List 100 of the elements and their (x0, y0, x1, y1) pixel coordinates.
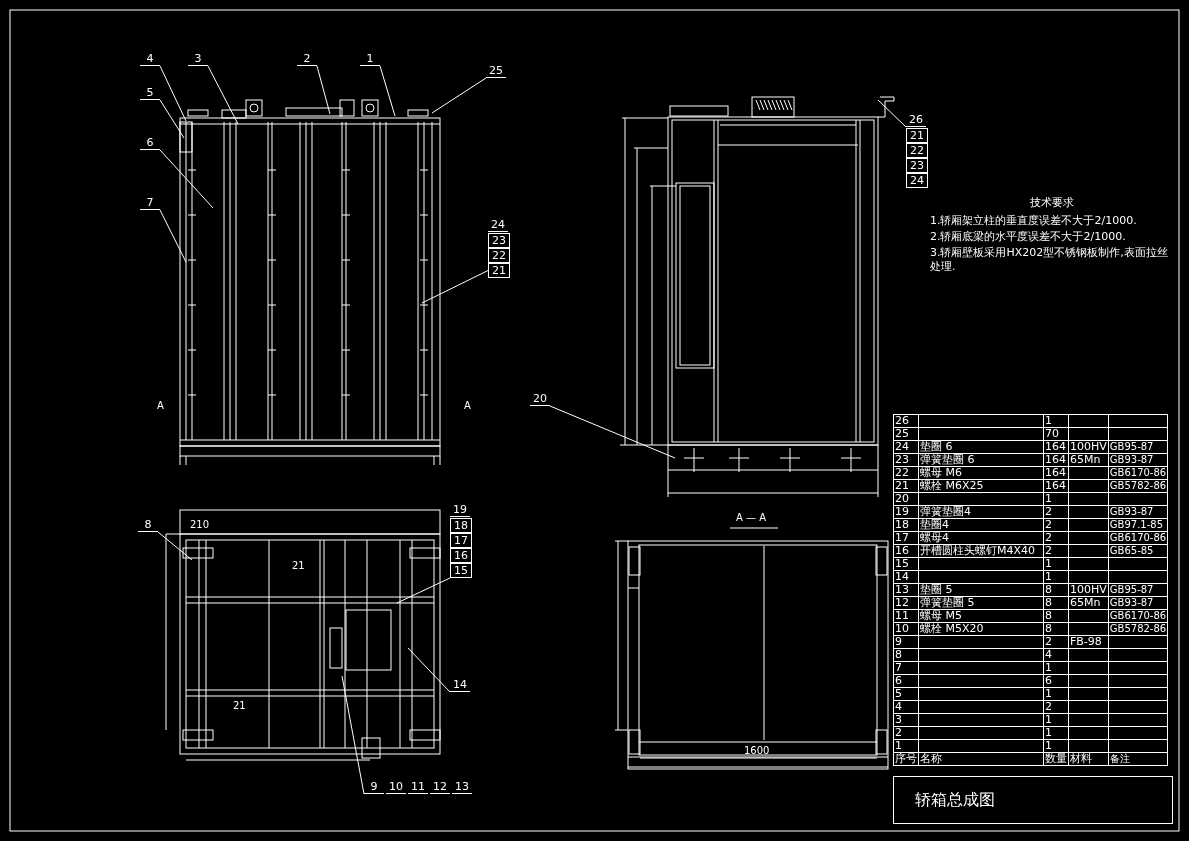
callout-number: 7 (140, 196, 160, 210)
section-title: A — A (736, 512, 767, 524)
part-name: 垫圈 5 (918, 583, 1044, 597)
quantity: 1 (1043, 739, 1069, 753)
quantity: 1 (1043, 570, 1069, 584)
standard-code: GB5782-86 (1108, 479, 1168, 493)
standard-code: GB93-87 (1108, 505, 1168, 519)
weld-symbol-text: 21 (292, 560, 305, 572)
leader-line (159, 149, 214, 209)
callout-number: 6 (140, 136, 160, 150)
callout-number: 23 (488, 233, 510, 248)
leader-line (379, 65, 396, 117)
part-name: 螺母 M5 (918, 609, 1044, 623)
part-name: 螺栓 M6X25 (918, 479, 1044, 493)
quantity: 164 (1043, 466, 1069, 480)
quantity: 8 (1043, 583, 1069, 597)
standard-code: GB93-87 (1108, 596, 1168, 610)
callout-number: 24 (906, 173, 928, 188)
callout-number: 18 (450, 518, 472, 533)
part-number: 7 (893, 661, 919, 675)
part-number: 22 (893, 466, 919, 480)
part-name: 垫圈4 (918, 518, 1044, 532)
part-name: 螺母 M6 (918, 466, 1044, 480)
part-name: 螺母4 (918, 531, 1044, 545)
part-number: 8 (893, 648, 919, 662)
callout-number: 20 (530, 392, 550, 406)
leader-line (877, 99, 907, 128)
callout-number: 14 (450, 678, 470, 692)
leader-line (207, 65, 239, 125)
callout-number: 19 (450, 503, 470, 517)
title: 轿箱总成图 (915, 790, 995, 810)
callout-number: 22 (488, 248, 510, 263)
callout-number: 1 (360, 52, 380, 66)
callout-number: 13 (452, 780, 472, 794)
part-name: 开槽圆柱头螺钉M4X40 (918, 544, 1044, 558)
standard-code: GB95-87 (1108, 583, 1168, 597)
quantity: 70 (1043, 427, 1069, 441)
standard-code: GB93-87 (1108, 453, 1168, 467)
quantity: 164 (1043, 479, 1069, 493)
quantity: 1 (1043, 726, 1069, 740)
quantity: 2 (1043, 518, 1069, 532)
callout-number: 22 (906, 143, 928, 158)
part-number: 14 (893, 570, 919, 584)
callout-number: 15 (450, 563, 472, 578)
part-number: 21 (893, 479, 919, 493)
quantity: 1 (1043, 414, 1069, 428)
note-text: 3.轿厢壁板采用HX202型不锈钢板制作,表面拉丝处理. (930, 246, 1169, 274)
callout-number: 25 (486, 64, 506, 78)
part-number: 1 (893, 739, 919, 753)
note-text: 1.轿厢架立柱的垂直度误差不大于2/1000. (930, 214, 1137, 228)
leader-line (407, 647, 451, 693)
quantity: 2 (1043, 531, 1069, 545)
quantity: 1 (1043, 661, 1069, 675)
part-name: 弹簧垫圈 5 (918, 596, 1044, 610)
callout-number: 8 (138, 518, 158, 532)
part-number: 11 (893, 609, 919, 623)
part-number: 20 (893, 492, 919, 506)
callout-number: 21 (488, 263, 510, 278)
column-header: 材料 (1068, 752, 1109, 766)
part-name: 弹簧垫圈 6 (918, 453, 1044, 467)
section-mark: A (157, 400, 164, 412)
section-mark: A (464, 400, 471, 412)
quantity: 2 (1043, 544, 1069, 558)
leader-line (316, 65, 331, 115)
leader-line (431, 77, 487, 114)
callout-number: 5 (140, 86, 160, 100)
callout-number: 26 (906, 113, 926, 127)
column-header: 备注 (1108, 752, 1168, 766)
weld-symbol-text: 21 (233, 700, 246, 712)
quantity: 8 (1043, 622, 1069, 636)
note-text: 2.轿厢底梁的水平度误差不大于2/1000. (930, 230, 1126, 244)
callout-number: 12 (430, 780, 450, 794)
quantity: 164 (1043, 440, 1069, 454)
callout-number: 3 (188, 52, 208, 66)
standard-code: GB95-87 (1108, 440, 1168, 454)
part-number: 9 (893, 635, 919, 649)
part-number: 19 (893, 505, 919, 519)
callout-number: 4 (140, 52, 160, 66)
part-number: 24 (893, 440, 919, 454)
notes-heading: 技术要求 (1030, 196, 1074, 210)
callout-number: 2 (297, 52, 317, 66)
part-number: 16 (893, 544, 919, 558)
part-number: 23 (893, 453, 919, 467)
part-name: 弹簧垫圈4 (918, 505, 1044, 519)
quantity: 8 (1043, 596, 1069, 610)
material: 65Mn (1068, 453, 1109, 467)
callout-number: 10 (386, 780, 406, 794)
callout-number: 23 (906, 158, 928, 173)
leader-line (549, 405, 676, 459)
column-header: 数量 (1043, 752, 1069, 766)
standard-code: GB65-85 (1108, 544, 1168, 558)
column-header: 名称 (918, 752, 1044, 766)
leader-line (396, 577, 451, 604)
callout-number: 24 (488, 218, 508, 232)
part-number: 10 (893, 622, 919, 636)
part-number: 6 (893, 674, 919, 688)
leader-line (341, 675, 365, 795)
leader-line (157, 531, 193, 561)
standard-code: GB97.1-85 (1108, 518, 1168, 532)
leader-line (421, 270, 489, 304)
